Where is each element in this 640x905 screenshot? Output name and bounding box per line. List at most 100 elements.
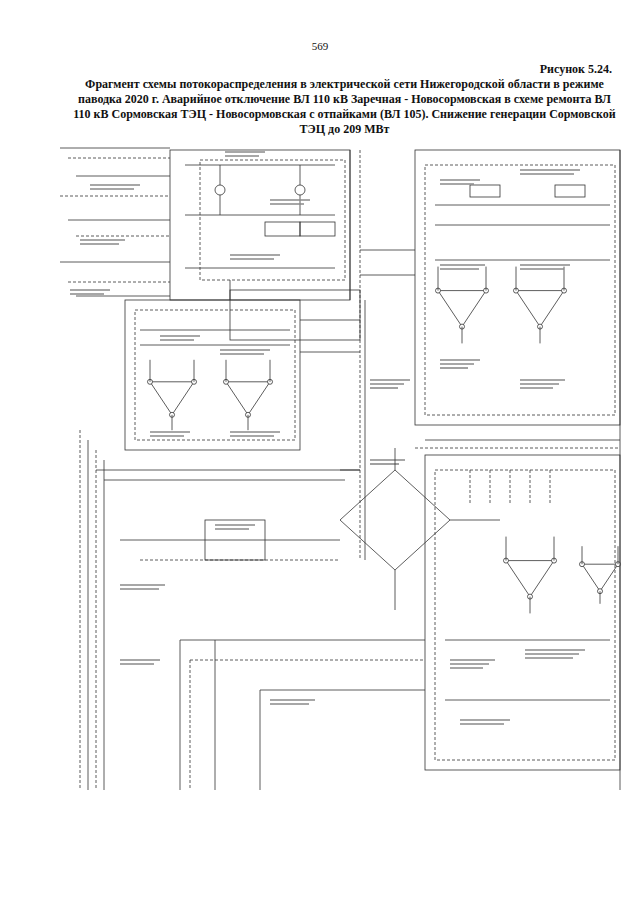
line-wire — [76, 296, 170, 297]
line-wire — [68, 282, 170, 283]
line-wire — [190, 660, 425, 661]
bus-frame — [425, 165, 615, 415]
switch-circle — [295, 185, 305, 195]
line-wire — [516, 267, 517, 291]
value-mark — [460, 723, 504, 725]
line-wire — [270, 360, 271, 382]
bus-frame — [135, 310, 295, 440]
value-mark — [70, 289, 110, 291]
figure-number: Рисунок 5.24. — [540, 62, 612, 77]
line-wire — [620, 150, 621, 790]
line-wire — [350, 150, 351, 300]
line-wire — [104, 480, 345, 481]
line-wire — [360, 150, 361, 560]
line-wire — [96, 450, 97, 790]
line-wire — [76, 236, 170, 237]
line-wire — [120, 540, 340, 541]
line-wire — [185, 268, 335, 269]
line-wire — [300, 195, 301, 215]
line-wire — [140, 345, 290, 346]
line-wire — [445, 700, 610, 701]
line-wire — [260, 690, 425, 691]
bus-frame — [435, 470, 615, 760]
value-mark — [460, 719, 510, 721]
value-mark — [370, 383, 404, 385]
value-mark — [440, 363, 474, 365]
value-mark — [525, 653, 579, 655]
value-mark — [520, 383, 559, 385]
transformer-symbol — [582, 564, 618, 591]
value-mark — [120, 659, 160, 661]
line-wire — [194, 360, 195, 382]
value-mark — [120, 663, 154, 665]
line-wire — [530, 470, 531, 505]
value-mark — [525, 657, 573, 659]
value-mark — [450, 663, 489, 665]
page-number: 569 — [0, 40, 640, 52]
transformer-symbol — [516, 291, 564, 327]
line-wire — [360, 275, 415, 276]
line-wire — [445, 640, 610, 641]
value-mark — [220, 353, 264, 355]
value-mark — [520, 173, 574, 175]
line-wire — [215, 640, 216, 790]
line-wire — [450, 520, 500, 521]
line-wire — [395, 448, 396, 470]
value-mark — [230, 431, 280, 433]
line-wire — [220, 195, 221, 215]
value-mark — [520, 387, 553, 389]
value-mark — [215, 528, 249, 530]
line-wire — [190, 660, 191, 790]
bus-frame — [230, 290, 360, 340]
bus-frame — [415, 150, 620, 425]
line-wire — [425, 440, 620, 441]
line-wire — [60, 148, 170, 149]
bus-frame — [125, 300, 300, 450]
value-mark — [215, 524, 255, 526]
line-wire — [510, 470, 511, 505]
value-mark — [270, 703, 309, 705]
value-mark — [160, 339, 194, 341]
line-wire — [185, 215, 335, 216]
value-mark — [440, 359, 480, 361]
line-wire — [260, 690, 261, 790]
transformer-symbol — [226, 382, 270, 415]
value-mark — [440, 179, 480, 181]
bus-frame — [265, 222, 300, 236]
line-wire — [554, 537, 555, 561]
line-wire — [435, 260, 610, 261]
line-wire — [76, 176, 170, 177]
line-wire — [540, 327, 541, 344]
value-mark — [520, 264, 570, 266]
bus-frame — [300, 222, 335, 236]
line-wire — [462, 327, 463, 344]
line-wire — [506, 537, 507, 561]
bus-frame — [170, 150, 350, 300]
value-mark — [150, 435, 184, 437]
value-mark — [70, 293, 104, 295]
line-wire — [564, 267, 565, 291]
value-mark — [270, 199, 310, 201]
value-mark — [120, 588, 159, 590]
line-wire — [435, 205, 610, 206]
line-wire — [415, 448, 620, 449]
line-wire — [172, 415, 173, 430]
value-mark — [440, 367, 468, 369]
line-wire — [395, 570, 396, 610]
line-wire — [486, 267, 487, 291]
value-mark — [120, 584, 165, 586]
value-mark — [520, 268, 564, 270]
line-wire — [600, 591, 601, 604]
value-mark — [90, 184, 140, 186]
value-mark — [270, 203, 304, 205]
bus-frame — [555, 185, 585, 197]
value-mark — [370, 459, 405, 461]
line-wire — [360, 250, 415, 251]
line-wire — [60, 196, 170, 197]
value-mark — [440, 183, 474, 185]
value-mark — [440, 268, 479, 270]
value-mark — [520, 169, 580, 171]
line-wire — [96, 470, 360, 471]
line-wire — [180, 640, 181, 790]
line-wire — [435, 225, 610, 226]
